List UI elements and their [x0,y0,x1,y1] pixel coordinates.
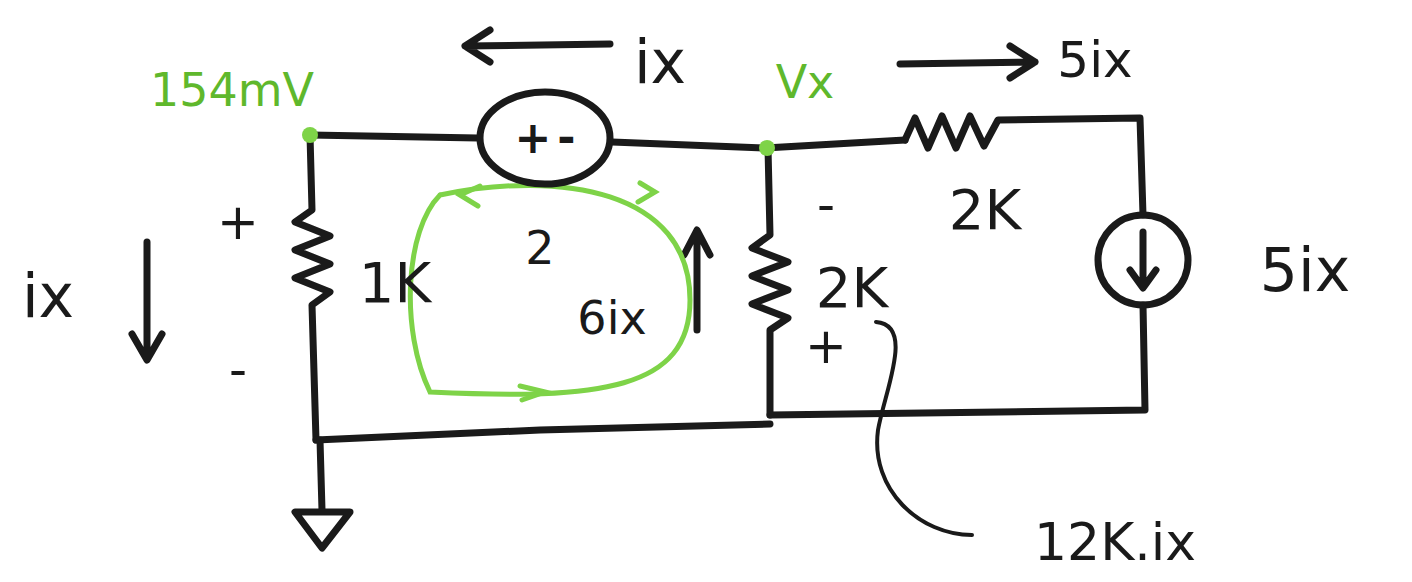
current-label: ix [22,266,74,326]
loop-arrow [460,183,655,400]
current-source-symbol [1098,215,1188,305]
node-dot [302,127,318,143]
leader-line [876,322,972,535]
wire [316,424,770,440]
resistor-value: 2K [949,182,1021,238]
wire [612,140,905,148]
polarity-sign: - [817,180,835,230]
resistor-symbol [752,148,788,415]
source-signs: +- [476,88,614,188]
wire [770,305,1145,415]
source-value: 5ix [1260,240,1350,300]
voltage-source-symbol: +- [476,88,614,188]
polarity-sign: - [229,345,247,395]
mesh-number: 2 [525,225,554,271]
polarity-sign: + [805,321,847,371]
current-arrow [132,242,162,360]
resistor-symbol [905,116,1143,215]
current-arrow [465,30,610,62]
resistor-value: 2K [816,260,888,316]
resistor-symbol [295,135,330,440]
ground-symbol [295,440,350,548]
current-label: 5ix [1057,35,1132,85]
polarity-sign: + [514,116,551,160]
resistor-value: 1K [359,255,431,311]
voltage-value: 6ix [577,295,646,341]
current-arrow [1130,232,1156,288]
mesh-loop [410,185,690,394]
current-label: ix [634,32,686,92]
polarity-sign: - [557,116,575,160]
polarity-sign: + [217,197,259,247]
current-arrow [900,46,1035,78]
voltage-value: 12K.ix [1034,516,1196,568]
node-voltage: 154mV [150,67,314,113]
node-dot [759,140,775,156]
node-voltage: Vx [776,59,835,105]
wire [310,135,478,138]
